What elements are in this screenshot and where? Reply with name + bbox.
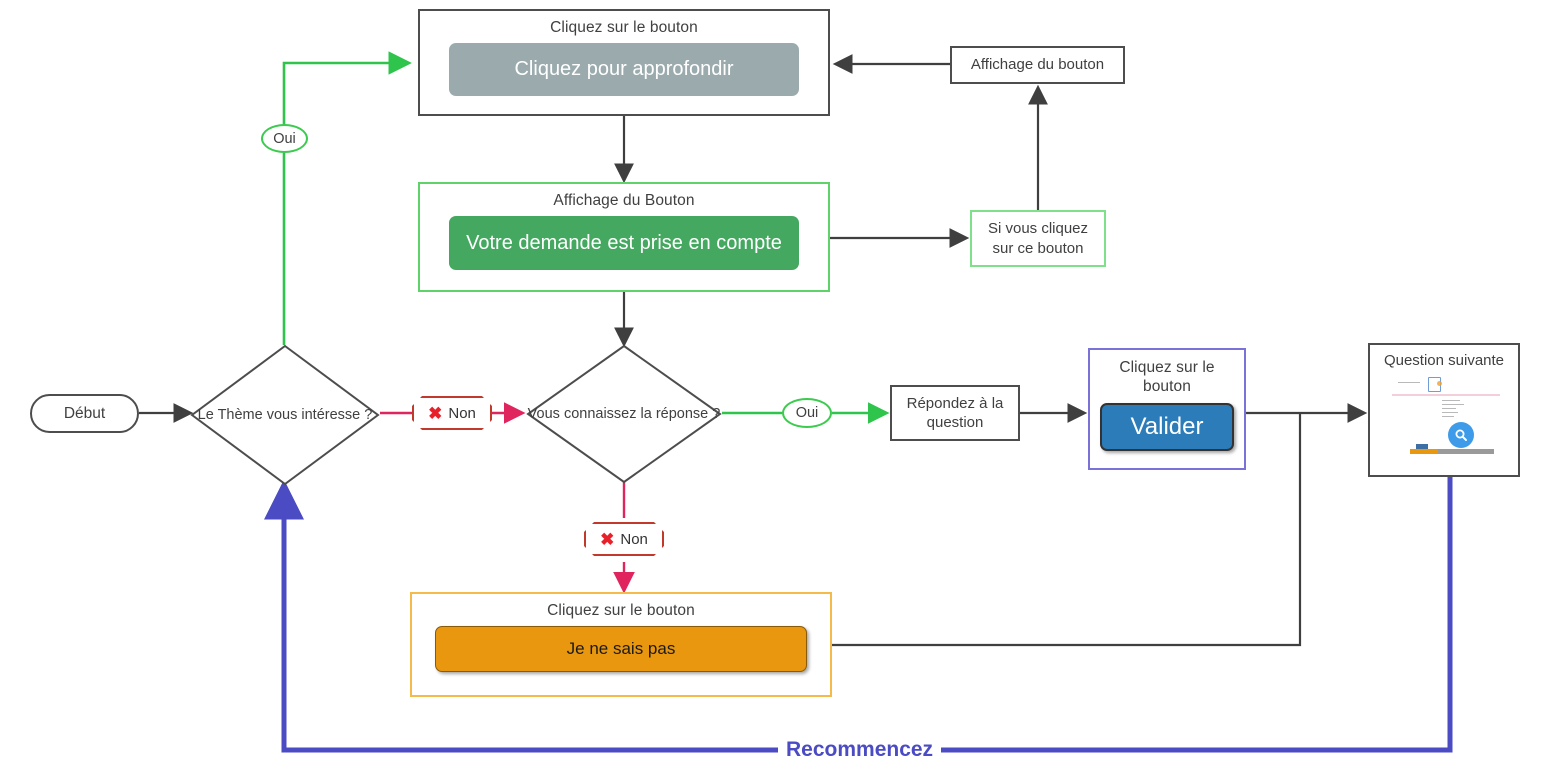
button-valider[interactable]: Valider — [1100, 402, 1234, 451]
edge-label-non-connaissez-text: Non — [620, 530, 648, 548]
node-question-suivante-label: Question suivante — [1383, 352, 1505, 369]
edge-label-recommencez: Recommencez — [778, 738, 942, 762]
question-preview-thumbnail — [1370, 374, 1518, 455]
card-caption: Cliquez sur le bouton — [550, 19, 698, 36]
node-si-vous-cliquez-label: Si vous cliquez sur ce bouton — [987, 220, 1089, 257]
node-question-suivante[interactable]: Question suivante — [1368, 343, 1520, 477]
diamond-shape — [190, 344, 380, 486]
node-affichage-du-bouton-card[interactable]: Affichage du Bouton Votre demande est pr… — [418, 182, 830, 292]
node-decision-connaissez-label: Vous connaissez la réponse ? — [527, 405, 721, 422]
document-icon — [1428, 377, 1442, 393]
magnifier-glyph — [1455, 429, 1467, 442]
edge-label-oui-connaissez-text: Oui — [795, 405, 819, 421]
cross-icon: ✖ — [428, 403, 443, 423]
button-cliquez-pour-approfondir[interactable]: Cliquez pour approfondir — [449, 43, 799, 96]
card-caption: Affichage du Bouton — [553, 192, 695, 209]
edge-label-oui-theme: Oui — [261, 124, 308, 153]
node-start-label: Début — [63, 404, 106, 422]
edge-label-non-connaissez: ✖ Non — [584, 522, 664, 556]
edge-label-non-theme: ✖ Non — [412, 396, 492, 430]
node-je-ne-sais-pas-card[interactable]: Cliquez sur le bouton Je ne sais pas — [410, 592, 832, 697]
node-decision-theme-label: Le Thème vous intéresse ? — [197, 406, 373, 423]
edge-label-oui-theme-text: Oui — [273, 130, 296, 147]
node-decision-connaissez[interactable]: Vous connaissez la réponse ? — [526, 344, 722, 484]
node-valider-card[interactable]: Cliquez sur le bouton Valider — [1088, 348, 1246, 470]
node-cliquez-approfondir[interactable]: Cliquez sur le bouton Cliquez pour appro… — [418, 9, 830, 116]
search-icon — [1448, 422, 1474, 449]
card-caption: Cliquez sur le bouton — [1119, 359, 1215, 396]
cross-icon: ✖ — [600, 529, 615, 549]
diamond-shape — [526, 344, 722, 484]
node-affichage-du-bouton-label: Affichage du bouton — [970, 56, 1105, 74]
node-si-vous-cliquez[interactable]: Si vous cliquez sur ce bouton — [970, 210, 1106, 267]
card-caption: Cliquez sur le bouton — [547, 602, 695, 619]
node-start[interactable]: Début — [30, 394, 139, 433]
node-affichage-du-bouton[interactable]: Affichage du bouton — [950, 46, 1125, 84]
button-votre-demande-prise-en-compte[interactable]: Votre demande est prise en compte — [449, 216, 799, 270]
node-decision-theme[interactable]: Le Thème vous intéresse ? — [190, 344, 380, 486]
edge-label-oui-connaissez: Oui — [782, 398, 832, 428]
node-repondez-question[interactable]: Répondez à la question — [890, 385, 1020, 441]
edge-label-non-theme-text: Non — [448, 404, 476, 422]
node-repondez-question-label: Répondez à la question — [906, 394, 1004, 431]
button-je-ne-sais-pas[interactable]: Je ne sais pas — [435, 626, 807, 672]
